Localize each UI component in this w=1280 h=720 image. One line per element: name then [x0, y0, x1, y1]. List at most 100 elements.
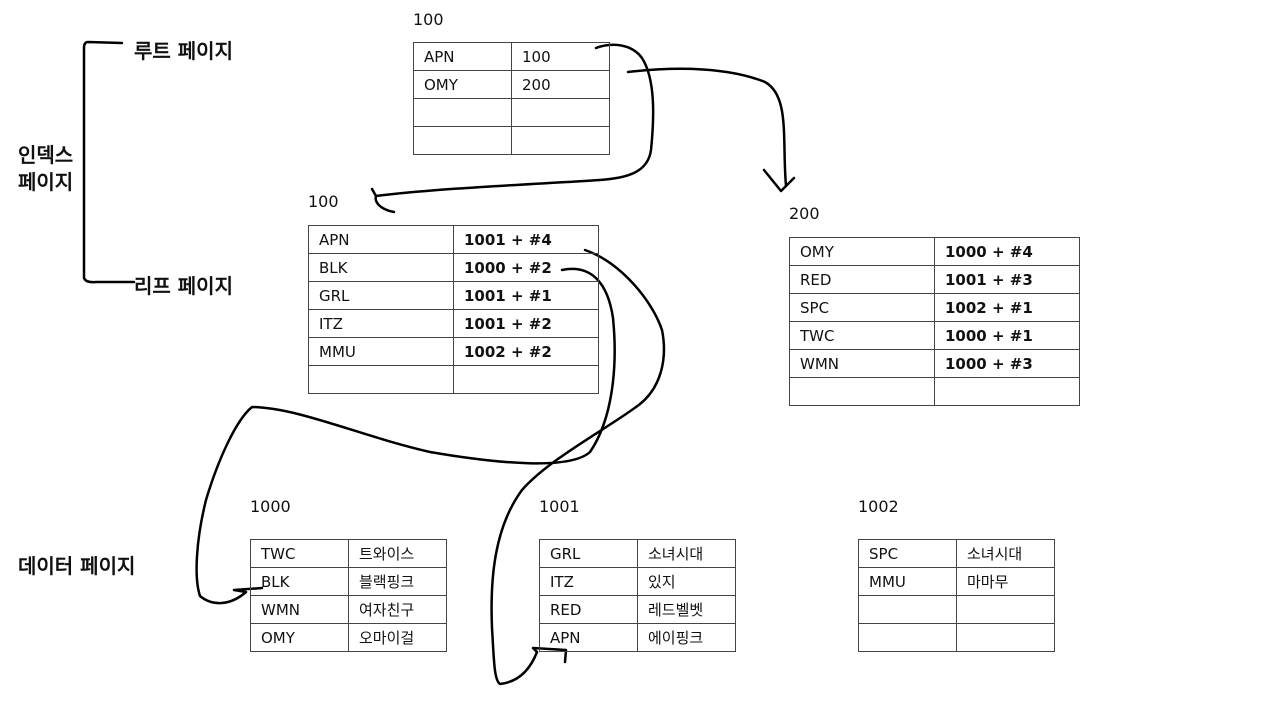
label-root-page: 루트 페이지 — [134, 39, 233, 63]
table-row: SPC 소녀시대 — [858, 539, 1055, 568]
table-row: MMU 마마무 — [858, 567, 1055, 596]
table-row — [413, 126, 610, 155]
table-row: WMN 여자친구 — [250, 595, 447, 624]
key-cell: MMU — [858, 567, 957, 596]
key-cell: WMN — [250, 595, 349, 624]
key-cell: GRL — [539, 539, 638, 568]
table-row: APN 100 — [413, 42, 610, 71]
table-row: RED 레드벨벳 — [539, 595, 736, 624]
root-page-id: 100 — [413, 10, 444, 29]
table-row: OMY 1000 + #4 — [789, 237, 1080, 266]
label-data-page: 데이터 페이지 — [18, 554, 136, 578]
value-cell: 소녀시대 — [637, 539, 736, 568]
table-row: WMN 1000 + #3 — [789, 349, 1080, 378]
key-cell — [413, 126, 512, 155]
table-row — [308, 365, 599, 394]
key-cell: OMY — [250, 623, 349, 652]
value-cell: 소녀시대 — [956, 539, 1055, 568]
key-cell: SPC — [789, 293, 935, 322]
table-row: BLK 블랙핑크 — [250, 567, 447, 596]
key-cell: OMY — [789, 237, 935, 266]
key-cell: APN — [308, 225, 454, 254]
table-row — [858, 623, 1055, 652]
value-cell: 오마이걸 — [348, 623, 447, 652]
pointer-cell — [453, 365, 599, 394]
table-row: GRL 1001 + #1 — [308, 281, 599, 310]
table-row — [789, 377, 1080, 406]
key-cell: BLK — [308, 253, 454, 282]
table-row: RED 1001 + #3 — [789, 265, 1080, 294]
pointer-cell: 100 — [511, 42, 610, 71]
pointer-cell: 1002 + #2 — [453, 337, 599, 366]
leaf-page-100-id: 100 — [308, 192, 339, 211]
table-row: TWC 트와이스 — [250, 539, 447, 568]
table-row: APN 1001 + #4 — [308, 225, 599, 254]
value-cell: 여자친구 — [348, 595, 447, 624]
pointer-cell: 1000 + #1 — [934, 321, 1080, 350]
key-cell: OMY — [413, 70, 512, 99]
table-row: SPC 1002 + #1 — [789, 293, 1080, 322]
table-row: OMY 오마이걸 — [250, 623, 447, 652]
pointer-cell: 1000 + #2 — [453, 253, 599, 282]
value-cell: 에이핑크 — [637, 623, 736, 652]
label-index-line2: 페이지 — [18, 170, 74, 194]
value-cell: 블랙핑크 — [348, 567, 447, 596]
key-cell: ITZ — [539, 567, 638, 596]
key-cell: BLK — [250, 567, 349, 596]
key-cell: WMN — [789, 349, 935, 378]
label-index-page: 인덱스 페이지 — [18, 142, 73, 196]
key-cell: TWC — [789, 321, 935, 350]
value-cell: 트와이스 — [348, 539, 447, 568]
pointer-cell — [511, 98, 610, 127]
table-row: OMY 200 — [413, 70, 610, 99]
key-cell: RED — [539, 595, 638, 624]
table-row: ITZ 1001 + #2 — [308, 309, 599, 338]
root-page-table: APN 100 OMY 200 — [413, 42, 610, 155]
leaf-page-200-table: OMY 1000 + #4 RED 1001 + #3 SPC 1002 + #… — [789, 237, 1080, 406]
table-row: GRL 소녀시대 — [539, 539, 736, 568]
value-cell — [956, 623, 1055, 652]
data-page-1000-table: TWC 트와이스 BLK 블랙핑크 WMN 여자친구 OMY 오마이걸 — [250, 539, 447, 652]
key-cell: SPC — [858, 539, 957, 568]
pointer-cell — [934, 377, 1080, 406]
key-cell: RED — [789, 265, 935, 294]
data-page-1001-id: 1001 — [539, 497, 580, 516]
pointer-cell: 1002 + #1 — [934, 293, 1080, 322]
value-cell — [956, 595, 1055, 624]
table-row: MMU 1002 + #2 — [308, 337, 599, 366]
data-page-1001-table: GRL 소녀시대 ITZ 있지 RED 레드벨벳 APN 에이핑크 — [539, 539, 736, 652]
pointer-cell: 1001 + #4 — [453, 225, 599, 254]
label-index-line1: 인덱스 — [18, 143, 74, 167]
leaf-page-100-table: APN 1001 + #4 BLK 1000 + #2 GRL 1001 + #… — [308, 225, 599, 394]
label-leaf-page: 리프 페이지 — [134, 274, 233, 298]
key-cell: ITZ — [308, 309, 454, 338]
table-row — [858, 595, 1055, 624]
data-page-1002-id: 1002 — [858, 497, 899, 516]
pointer-cell — [511, 126, 610, 155]
key-cell: GRL — [308, 281, 454, 310]
value-cell: 마마무 — [956, 567, 1055, 596]
value-cell: 레드벨벳 — [637, 595, 736, 624]
table-row: BLK 1000 + #2 — [308, 253, 599, 282]
arrow-root-omy-to-leaf-200 — [626, 67, 796, 193]
pointer-cell: 1001 + #1 — [453, 281, 599, 310]
data-page-1002-table: SPC 소녀시대 MMU 마마무 — [858, 539, 1055, 652]
index-bracket — [82, 40, 136, 284]
value-cell: 있지 — [637, 567, 736, 596]
key-cell: MMU — [308, 337, 454, 366]
pointer-cell: 1000 + #3 — [934, 349, 1080, 378]
key-cell — [858, 623, 957, 652]
key-cell — [413, 98, 512, 127]
table-row: TWC 1000 + #1 — [789, 321, 1080, 350]
pointer-cell: 1000 + #4 — [934, 237, 1080, 266]
data-page-1000-id: 1000 — [250, 497, 291, 516]
leaf-page-200-id: 200 — [789, 204, 820, 223]
table-row: APN 에이핑크 — [539, 623, 736, 652]
key-cell: APN — [539, 623, 638, 652]
key-cell — [789, 377, 935, 406]
key-cell — [308, 365, 454, 394]
table-row — [413, 98, 610, 127]
pointer-cell: 200 — [511, 70, 610, 99]
table-row: ITZ 있지 — [539, 567, 736, 596]
key-cell: APN — [413, 42, 512, 71]
